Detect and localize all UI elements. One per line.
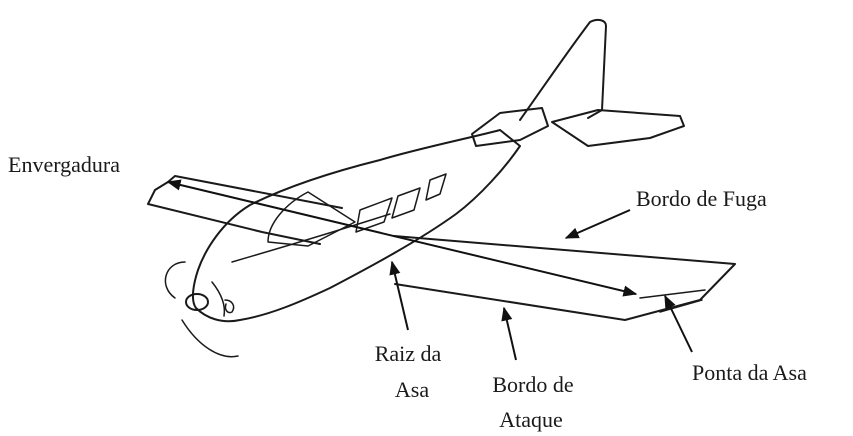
wing-tip-arrow: [664, 294, 693, 353]
leading-edge-arrow: [501, 306, 517, 361]
trailing-edge-label: Bordo de Fuga: [636, 186, 767, 211]
trailing-edge-arrow: [564, 209, 631, 239]
wing-tip-label: Ponta da Asa: [692, 360, 807, 385]
wing-root-label-line1: Raiz da: [375, 341, 442, 366]
right-horizontal-stabilizer: [551, 109, 685, 147]
span-arrow: [166, 179, 638, 297]
wing-root-label-line2: Asa: [395, 377, 429, 402]
leading-edge-label-line1: Bordo de: [492, 372, 573, 397]
cabin-window-3: [425, 173, 447, 201]
cabin-window-2: [391, 187, 421, 219]
span-label: Envergadura: [8, 152, 120, 177]
left-horizontal-stabilizer: [471, 107, 549, 147]
wing-tip-fairing: [639, 289, 706, 313]
left-wing: [147, 175, 343, 245]
wing-root-arrow: [389, 260, 409, 331]
engine-cowling: [211, 281, 226, 317]
vertical-stabilizer: [519, 18, 607, 121]
leading-edge-label-line2: Ataque: [499, 407, 563, 432]
fuselage-stripe: [231, 213, 391, 263]
air-intake: [224, 299, 235, 314]
